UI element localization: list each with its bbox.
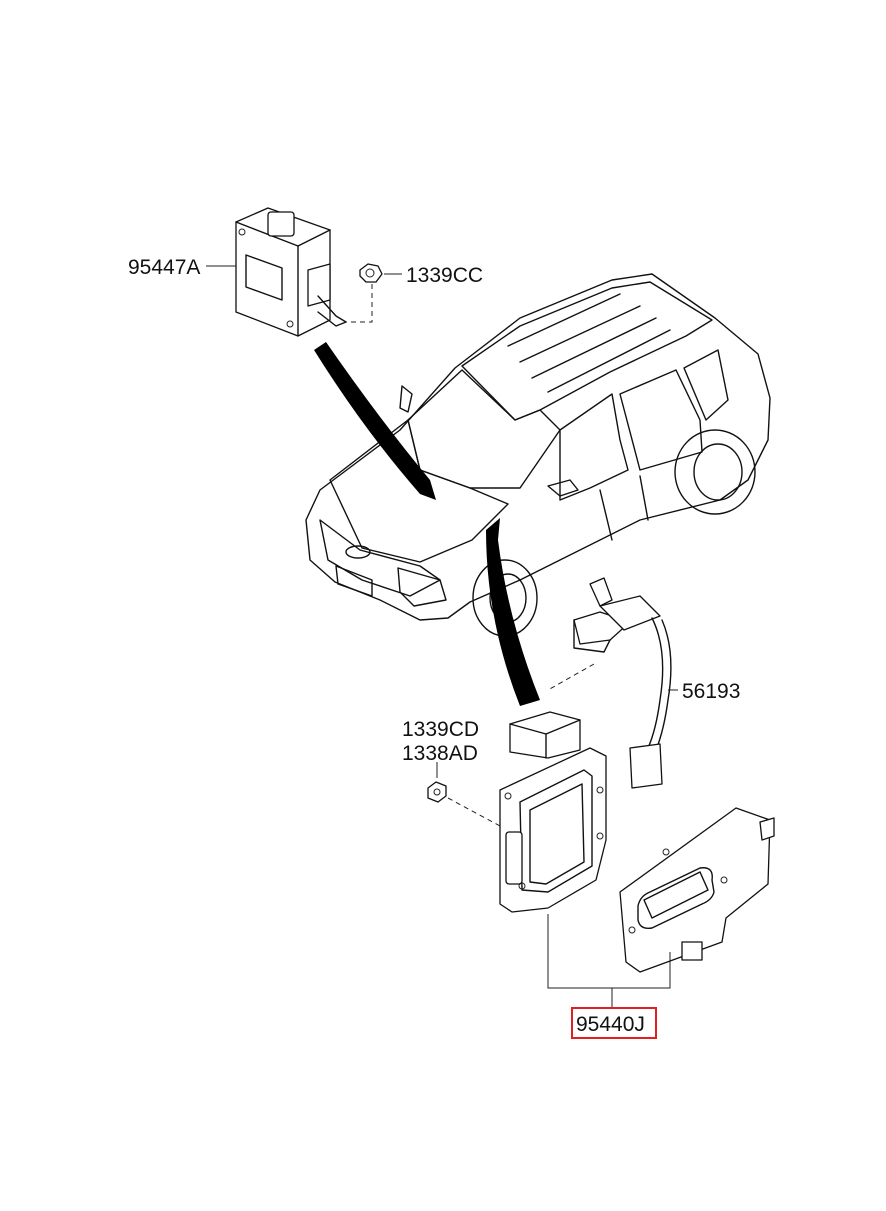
highlight-box-95440j xyxy=(571,1007,657,1039)
location-arrow-upper xyxy=(314,342,436,500)
ecu-module-95440j[interactable] xyxy=(499,711,607,913)
sensor-harness-56193[interactable] xyxy=(573,577,672,789)
location-arrow-lower xyxy=(486,518,540,706)
callout-56193: 56193 xyxy=(682,680,740,703)
callout-95440j[interactable]: 95440J xyxy=(576,1013,645,1036)
vehicle-illustration xyxy=(305,273,771,637)
callout-95447a: 95447A xyxy=(128,256,200,279)
control-module-95447a[interactable] xyxy=(235,207,347,337)
ecu-bracket[interactable] xyxy=(619,807,775,973)
callout-1338ad: 1338AD xyxy=(402,742,478,765)
callout-1339cd: 1339CD xyxy=(402,718,479,741)
callout-1339cc: 1339CC xyxy=(406,264,483,287)
nut-1339cc[interactable] xyxy=(359,263,383,283)
nut-1339cd-1338ad[interactable] xyxy=(427,781,447,803)
